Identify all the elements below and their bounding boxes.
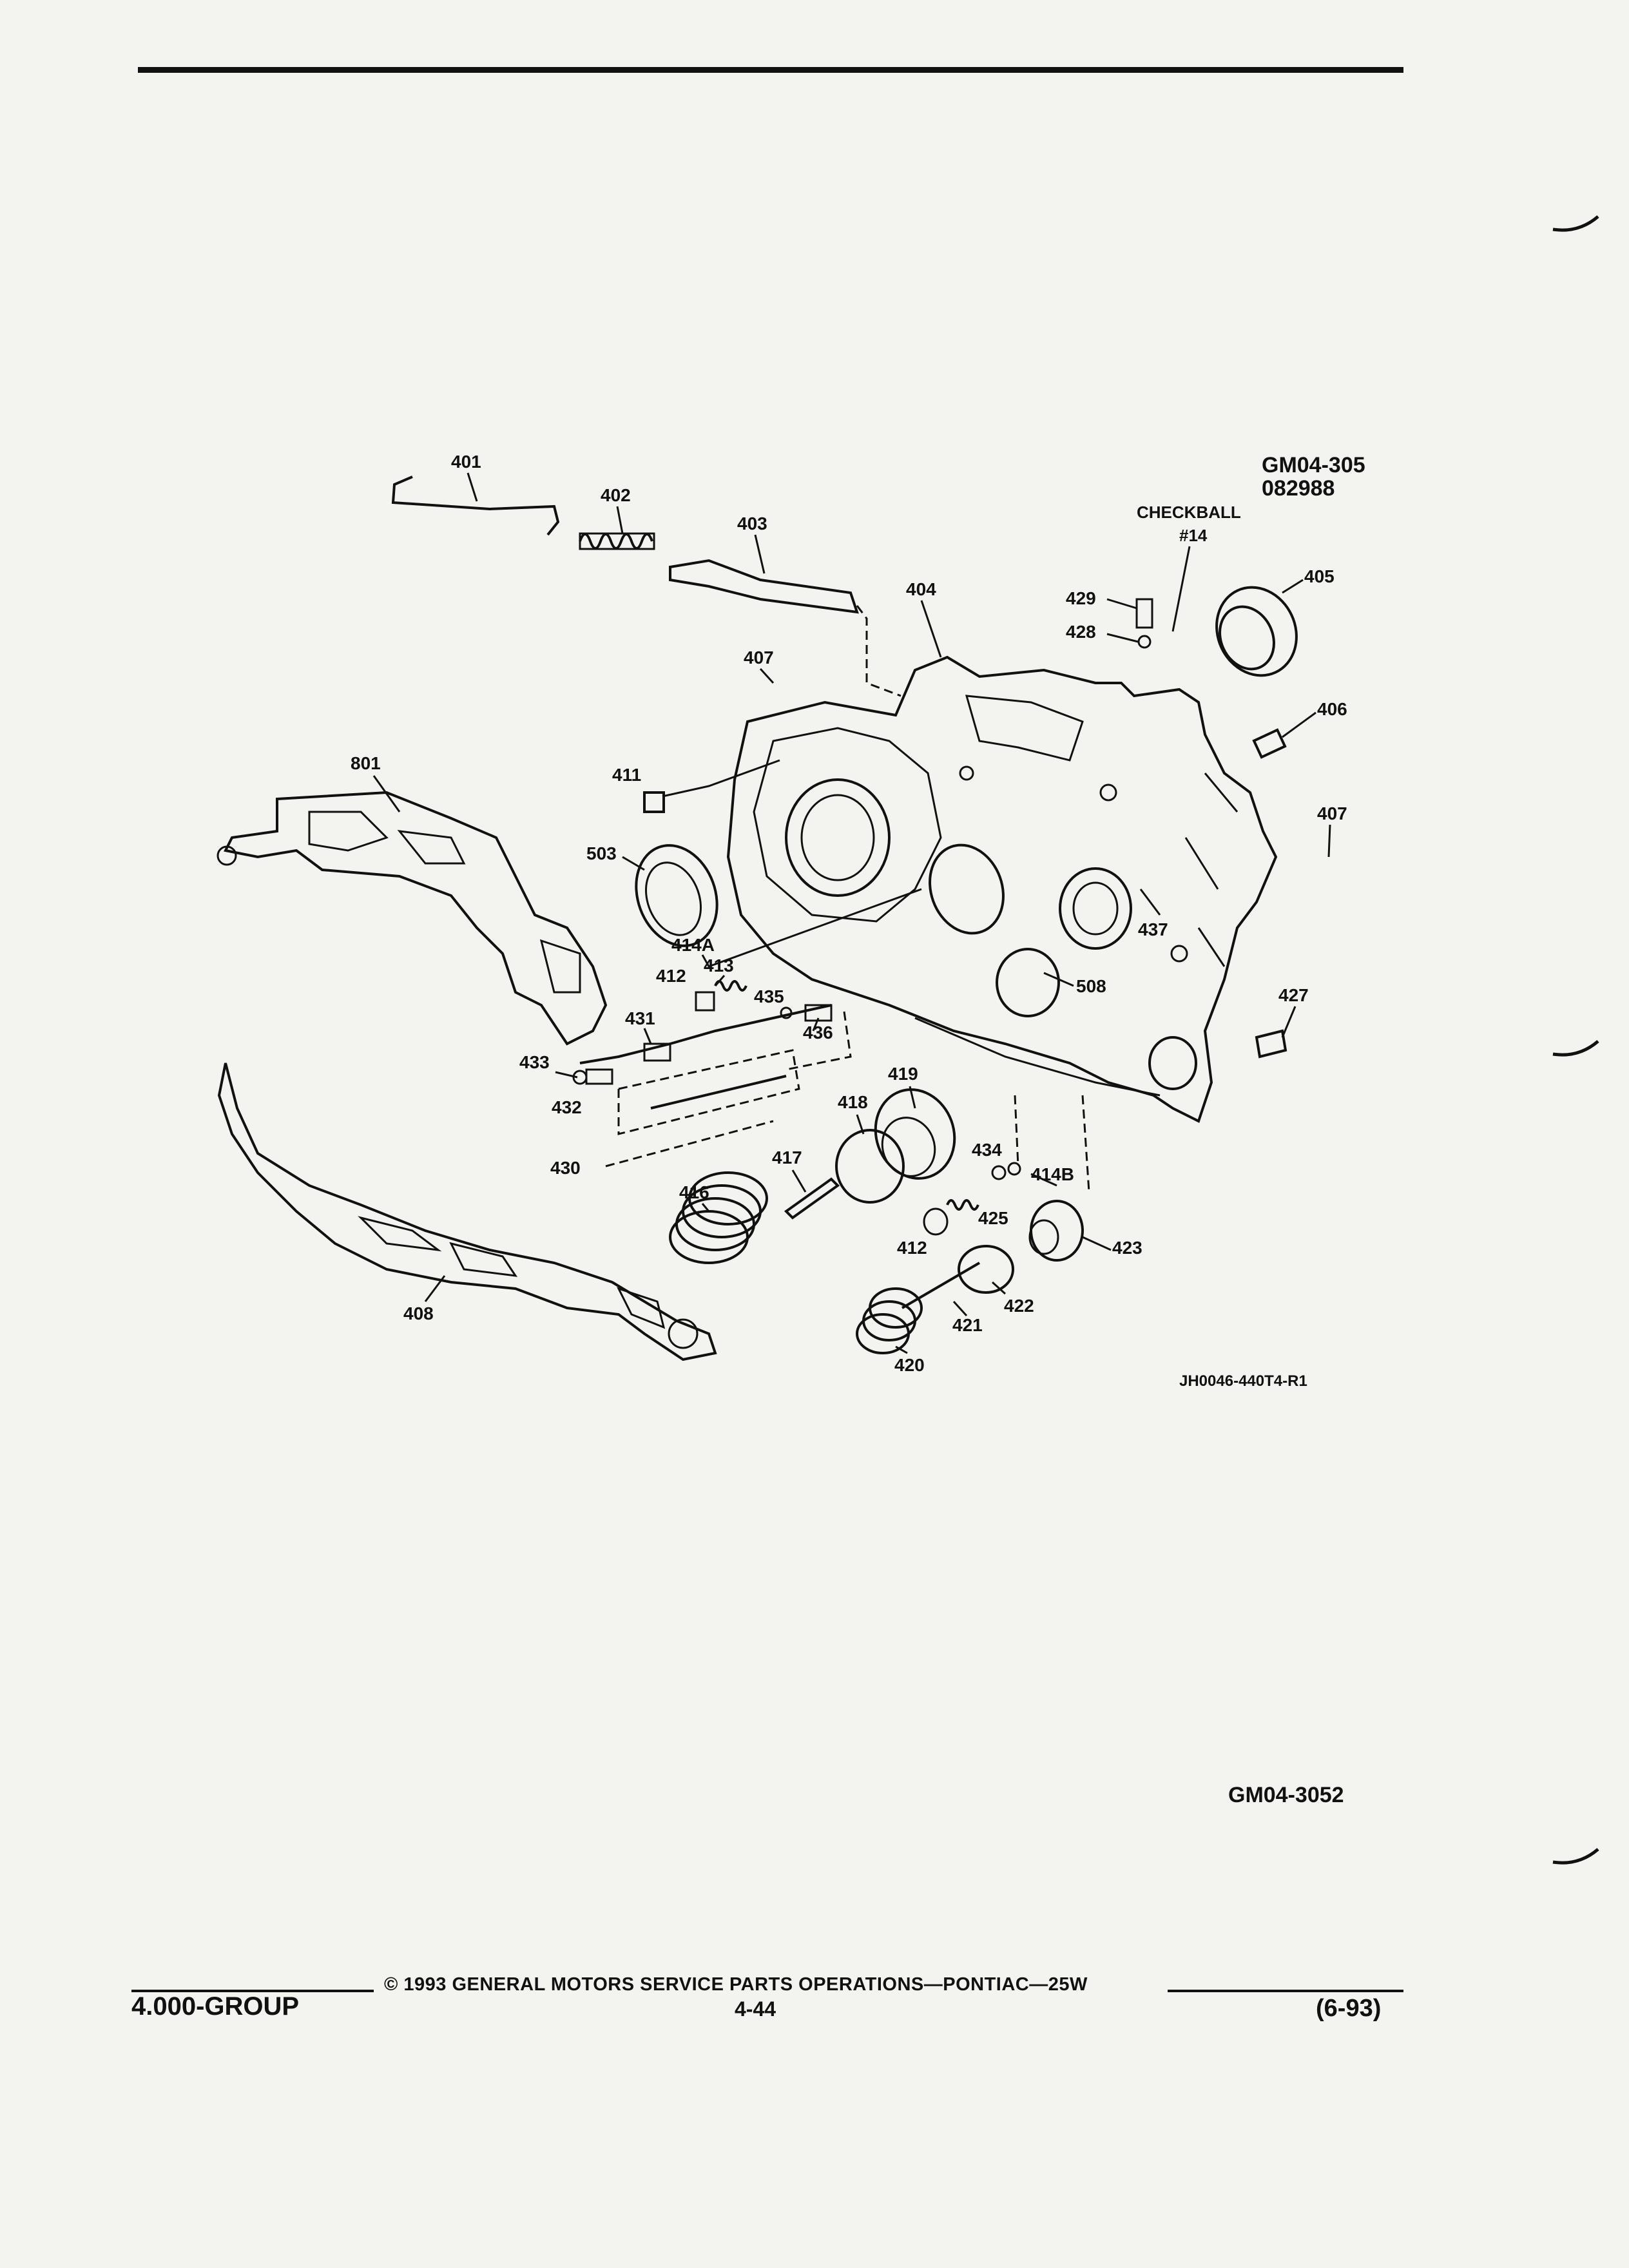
callout-433: 433 — [519, 1052, 550, 1072]
part-427-bolt — [1255, 1029, 1287, 1059]
callout-435: 435 — [754, 986, 784, 1006]
part-420-spring — [856, 1287, 923, 1354]
callout-414A: 414A — [671, 935, 715, 955]
leader-lines — [372, 472, 1331, 1354]
callout-423: 423 — [1112, 1238, 1142, 1258]
callout-430: 430 — [550, 1158, 581, 1178]
part-403-valve — [669, 559, 901, 697]
callout-414B: 414B — [1031, 1164, 1074, 1184]
callout-labels: 401 402 403 404 405 406 407 407 411 801 … — [351, 452, 1347, 1375]
part-430-box — [605, 1011, 852, 1168]
part-421-pin — [901, 1262, 981, 1309]
callout-419: 419 — [888, 1064, 918, 1084]
part-405-seal — [1215, 586, 1298, 677]
part-406-plug — [1252, 728, 1287, 759]
callout-407-right: 407 — [1317, 803, 1347, 823]
callout-801: 801 — [351, 753, 381, 773]
callout-421: 421 — [952, 1315, 983, 1335]
callout-407-top: 407 — [744, 648, 774, 668]
page-number: 4-44 — [735, 1997, 776, 2021]
callout-437: 437 — [1138, 919, 1168, 939]
part-402-spring — [579, 532, 655, 550]
part-422-ring — [958, 1245, 1014, 1294]
callout-420: 420 — [894, 1355, 925, 1375]
callout-411: 411 — [612, 765, 641, 785]
part-503-seal — [635, 844, 718, 947]
group-label: 4.000-GROUP — [131, 1992, 300, 2021]
callout-403: 403 — [737, 514, 767, 533]
copyright-line: © 1993 GENERAL MOTORS SERVICE PARTS OPER… — [384, 1974, 1088, 1995]
callout-418: 418 — [838, 1092, 868, 1112]
checkball-number: #14 — [1179, 526, 1208, 545]
part-418-ring — [835, 1129, 905, 1204]
figure-id: GM04-305 — [1262, 453, 1365, 477]
callout-416: 416 — [679, 1182, 709, 1202]
callout-432: 432 — [552, 1097, 582, 1117]
callout-412-lower: 412 — [897, 1238, 927, 1258]
part-419-piston — [874, 1088, 956, 1180]
callout-425: 425 — [978, 1208, 1008, 1228]
part-404-case-body — [726, 655, 1278, 1123]
callout-431: 431 — [625, 1008, 655, 1028]
part-425-spring-group — [923, 1095, 1090, 1236]
callout-401: 401 — [451, 452, 481, 472]
footer-rule-right — [1168, 1990, 1403, 1992]
callout-422: 422 — [1004, 1296, 1034, 1316]
part-433-432 — [572, 1068, 613, 1085]
part-408-gasket — [217, 1062, 717, 1361]
callout-428: 428 — [1066, 622, 1096, 642]
top-rule — [138, 67, 1403, 73]
callout-404: 404 — [906, 579, 936, 599]
binding-marks — [1552, 215, 1599, 1865]
callout-405: 405 — [1304, 566, 1335, 586]
callout-508: 508 — [1076, 976, 1106, 996]
part-401-rod — [391, 476, 560, 536]
callout-402: 402 — [601, 485, 631, 505]
part-417-pin — [784, 1177, 840, 1220]
checkball-label: CHECKBALL — [1137, 503, 1241, 522]
callout-434: 434 — [972, 1140, 1002, 1160]
page-date: (6-93) — [1316, 1995, 1382, 2022]
part-423-piston — [1028, 1200, 1084, 1262]
callout-417: 417 — [772, 1148, 802, 1168]
callout-429: 429 — [1066, 588, 1096, 608]
part-429-428-checkball — [1135, 598, 1153, 649]
callout-412-upper: 412 — [656, 966, 686, 986]
figure-date: 082988 — [1262, 476, 1335, 501]
part-411-bolt — [643, 791, 665, 813]
callout-427: 427 — [1278, 985, 1309, 1005]
footer-rule-left — [131, 1990, 374, 1992]
callout-436: 436 — [803, 1023, 833, 1043]
part-801-gasket — [217, 791, 608, 1046]
callout-406: 406 — [1317, 699, 1347, 719]
drawing-number: JH0046-440T4-R1 — [1179, 1372, 1307, 1390]
callout-503: 503 — [586, 843, 617, 863]
diagram-reference: GM04-3052 — [1228, 1783, 1344, 1807]
callout-408: 408 — [403, 1303, 434, 1323]
